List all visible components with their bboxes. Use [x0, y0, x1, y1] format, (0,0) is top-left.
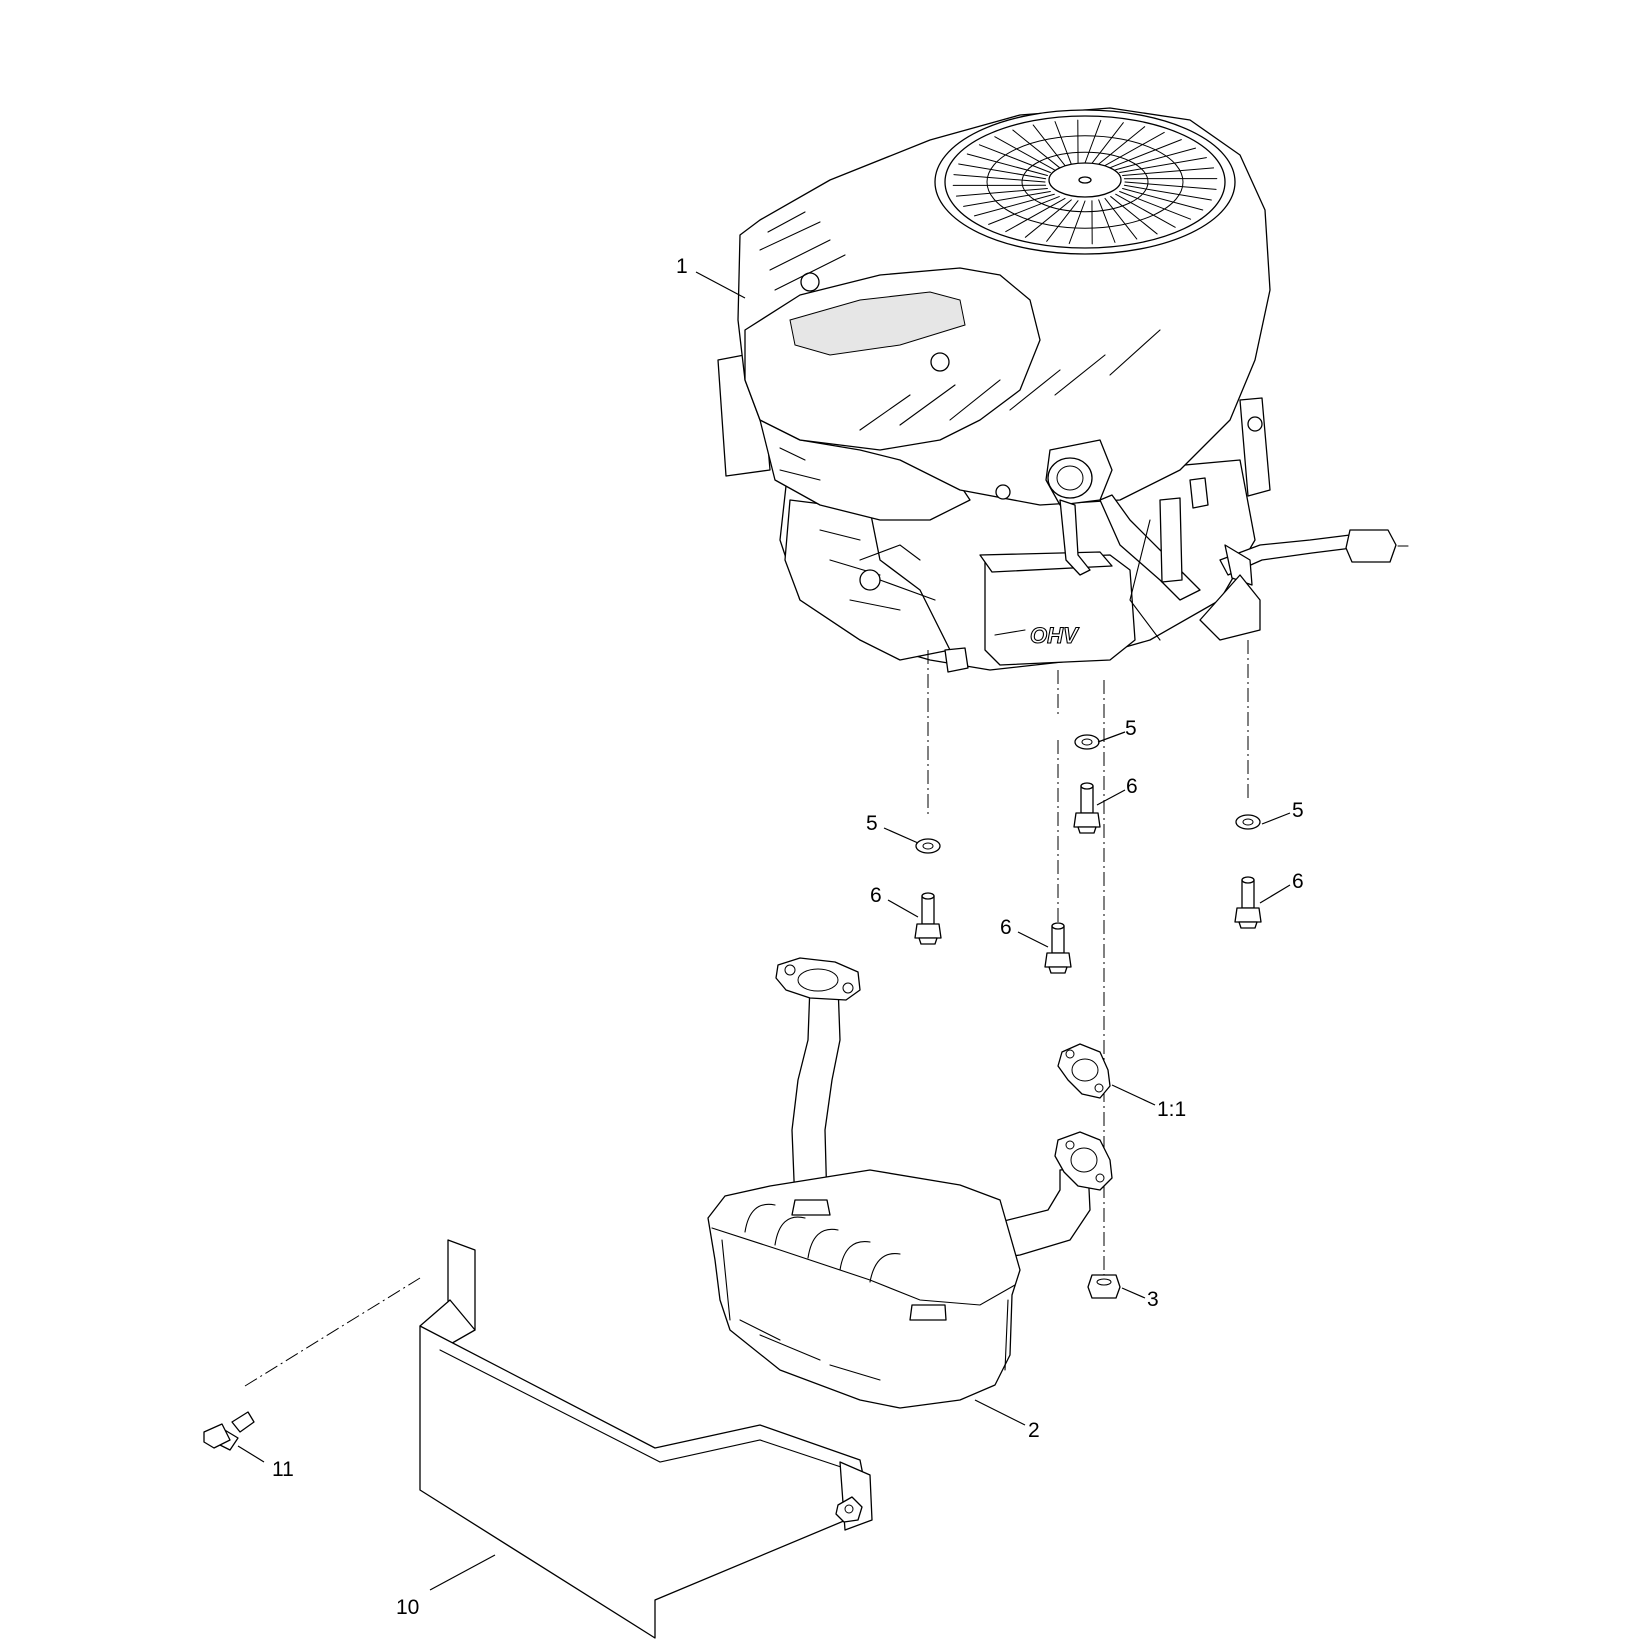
washer-right — [1235, 814, 1261, 830]
callout-1: 1 — [676, 255, 688, 278]
bolt-center — [1073, 782, 1101, 834]
callout-5-center: 5 — [1125, 717, 1137, 740]
fan-vane — [1046, 200, 1079, 242]
fan-vane — [958, 163, 1047, 180]
fan-vane — [966, 153, 1048, 177]
washer-center — [1074, 734, 1100, 750]
fan-vane — [973, 193, 1055, 217]
fan-ring — [1021, 151, 1149, 213]
fan-vane — [1098, 199, 1116, 243]
muffler — [707, 957, 1113, 1409]
fan-vane — [1110, 196, 1158, 235]
fan-screen-vanes — [952, 119, 1218, 245]
fan-vane — [1084, 119, 1102, 164]
fan-vane — [1104, 197, 1138, 240]
bolt-center-low — [1044, 922, 1072, 974]
ohv-label: OHV — [1030, 623, 1080, 648]
fan-vane — [978, 144, 1051, 173]
callout-labels: 1 5 6 5 6 6 5 6 1:1 3 2 11 10 — [272, 255, 1304, 1619]
fan-vane — [1115, 193, 1176, 228]
fan-vane — [953, 174, 1046, 183]
fan-vane — [1124, 181, 1217, 190]
callout-6-right: 6 — [1292, 870, 1304, 893]
callout-5-right: 5 — [1292, 799, 1304, 822]
callout-6-left: 6 — [870, 884, 882, 907]
fan-vane — [1104, 131, 1165, 167]
nut — [1087, 1274, 1121, 1299]
bolt-shield — [203, 1411, 255, 1451]
fan-vane — [1005, 197, 1066, 233]
fan-vane — [1110, 139, 1182, 168]
callout-10: 10 — [396, 1596, 419, 1619]
fan-vane — [1032, 124, 1066, 167]
washer-left — [915, 838, 941, 854]
fan-vane — [1068, 200, 1086, 245]
fan-vane — [1115, 147, 1197, 171]
fan-ring — [986, 135, 1184, 229]
callout-1-1-gasket: 1:1 — [1157, 1098, 1186, 1121]
fan-vane — [1123, 184, 1212, 201]
callout-5-left: 5 — [866, 812, 878, 835]
fan-vane — [1122, 167, 1215, 177]
bolt-right — [1234, 876, 1262, 929]
engine-assembly: OHV — [717, 107, 1409, 673]
fan-vane — [1024, 199, 1072, 238]
callout-2: 2 — [1028, 1419, 1040, 1442]
fan-vane — [955, 187, 1048, 197]
fan-vane — [988, 196, 1060, 225]
fan-vane — [1119, 157, 1207, 173]
exhaust-gasket — [1057, 1043, 1111, 1099]
callout-6-center-low: 6 — [1000, 916, 1012, 939]
fan-vane — [963, 191, 1051, 207]
heat-shield — [419, 1239, 873, 1639]
fan-vane — [1122, 187, 1204, 211]
fan-vane — [1091, 122, 1124, 164]
leader-lines — [237, 271, 1291, 1591]
fan-vane — [1054, 121, 1072, 165]
hardware — [203, 734, 1262, 1451]
bolt-left — [914, 892, 942, 945]
callout-3: 3 — [1147, 1288, 1159, 1311]
fan-vane — [1119, 191, 1192, 220]
fan-vane — [994, 136, 1055, 171]
callout-11: 11 — [272, 1458, 294, 1481]
callout-6-center: 6 — [1126, 775, 1138, 798]
fan-vane — [1012, 129, 1060, 168]
fan-vane — [1098, 126, 1146, 165]
